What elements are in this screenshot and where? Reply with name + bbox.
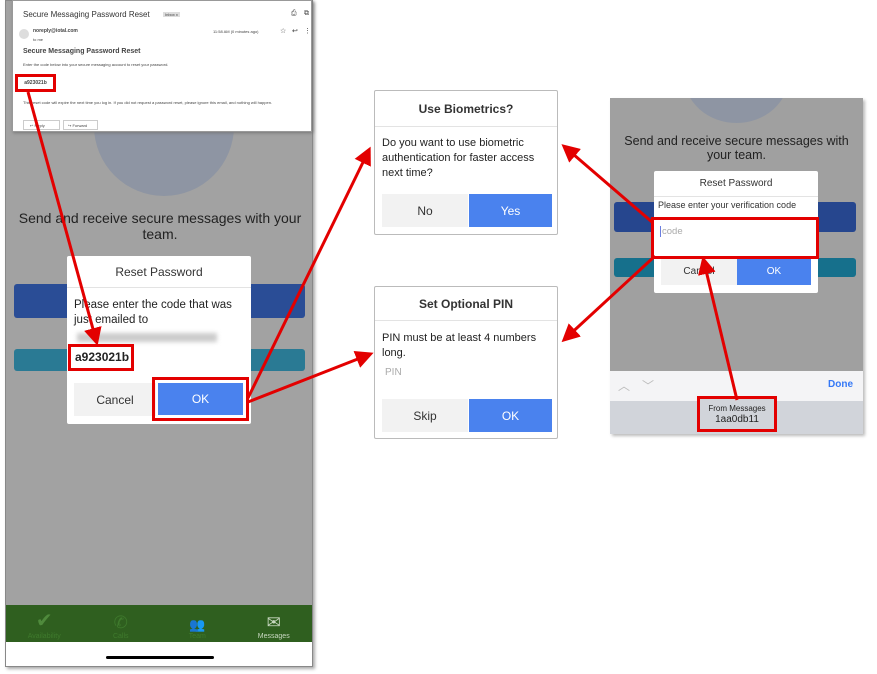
home-indicator-area: [6, 642, 312, 666]
done-button[interactable]: Done: [828, 379, 853, 390]
dialog-message: PIN must be at least 4 numbers long.: [382, 332, 537, 359]
cancel-button[interactable]: Cancel: [661, 257, 737, 285]
cancel-button[interactable]: Cancel: [74, 383, 156, 416]
code-input-filled[interactable]: a923021b: [68, 344, 134, 371]
chevron-up-icon[interactable]: ︿: [618, 379, 631, 393]
envelope-icon: ✉: [266, 613, 281, 632]
more-icon[interactable]: ⋮: [304, 28, 311, 35]
reply-button[interactable]: ↩ Reply: [23, 120, 60, 130]
yes-button[interactable]: Yes: [469, 194, 552, 227]
dialog-title: Reset Password: [67, 256, 251, 288]
email-time: 11:58 AM (0 minutes ago): [213, 29, 259, 34]
home-indicator[interactable]: [106, 656, 214, 659]
inbox-label: Inbox x: [163, 12, 180, 17]
open-external-icon[interactable]: ⧉: [304, 10, 309, 17]
pin-input[interactable]: PIN: [385, 367, 402, 378]
tab-bar: ✔Availability ✆Calls 👥Team ✉Messages: [6, 605, 312, 642]
tagline: Send and receive secure messages with yo…: [18, 210, 302, 242]
skip-button[interactable]: Skip: [382, 399, 468, 432]
dialog-title: Reset Password: [654, 171, 818, 197]
tab-availability[interactable]: ✔Availability: [27, 610, 61, 640]
code-input[interactable]: code: [651, 217, 819, 259]
print-icon[interactable]: ⎙: [291, 10, 297, 17]
email-subject: Secure Messaging Password Reset: [23, 10, 150, 19]
sender-avatar: [19, 29, 29, 39]
dialog-title: Set Optional PIN: [375, 287, 557, 321]
tab-calls[interactable]: ✆Calls: [112, 613, 129, 640]
dialog-title: Use Biometrics?: [375, 91, 557, 127]
recipient: to me: [33, 37, 44, 42]
set-pin-dialog: Set Optional PIN PIN must be at least 4 …: [374, 286, 558, 439]
forward-button[interactable]: ↪ Forward: [63, 120, 98, 130]
chevron-down-icon[interactable]: ﹀: [642, 379, 655, 393]
ok-button[interactable]: OK: [158, 383, 243, 415]
no-button[interactable]: No: [382, 194, 468, 227]
tab-messages[interactable]: ✉Messages: [257, 613, 290, 640]
checkmark-icon: ✔: [35, 610, 53, 632]
phone-icon: ✆: [113, 613, 128, 632]
dialog-message: Please enter your verification code: [658, 200, 797, 210]
star-icon[interactable]: ☆: [280, 28, 287, 35]
sender: noreply@iotal.com: [33, 28, 78, 34]
blurred-email: [77, 333, 217, 342]
email-code: a923021b: [15, 74, 56, 92]
email-screenshot: Secure Messaging Password Reset Inbox x …: [12, 0, 312, 132]
dialog-message: Do you want to use biometric authenticat…: [382, 137, 535, 179]
right-phone-screen: Send and receive secure messages with yo…: [610, 98, 863, 434]
reply-icon[interactable]: ↩: [292, 28, 298, 35]
app-logo-circle: [684, 98, 789, 123]
tagline: Send and receive secure messages with yo…: [624, 134, 849, 162]
dialog-message: Please enter the code that was just emai…: [74, 299, 232, 326]
ok-button[interactable]: OK: [737, 257, 811, 285]
ok-highlight: OK: [152, 377, 249, 421]
email-heading: Secure Messaging Password Reset: [23, 48, 141, 55]
email-instruction: Enter the code below into your secure me…: [23, 62, 169, 67]
ok-button[interactable]: OK: [469, 399, 552, 432]
biometrics-dialog: Use Biometrics? Do you want to use biome…: [374, 90, 558, 235]
otp-suggestion[interactable]: From Messages 1aa0db11: [697, 396, 777, 432]
tab-team[interactable]: 👥Team: [188, 617, 206, 640]
email-note: This reset code will expire the next tim…: [23, 100, 273, 105]
team-icon: 👥: [189, 617, 206, 632]
